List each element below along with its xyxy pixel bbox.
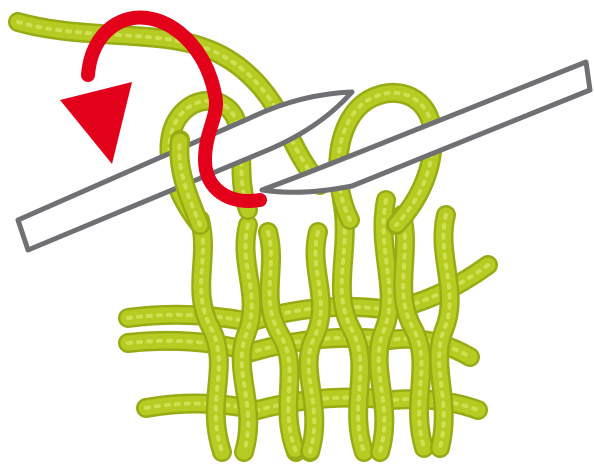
stitch-column-3 (342, 200, 390, 452)
stitch-column-2 (268, 232, 321, 452)
curved-arrow-down-icon (60, 82, 132, 164)
